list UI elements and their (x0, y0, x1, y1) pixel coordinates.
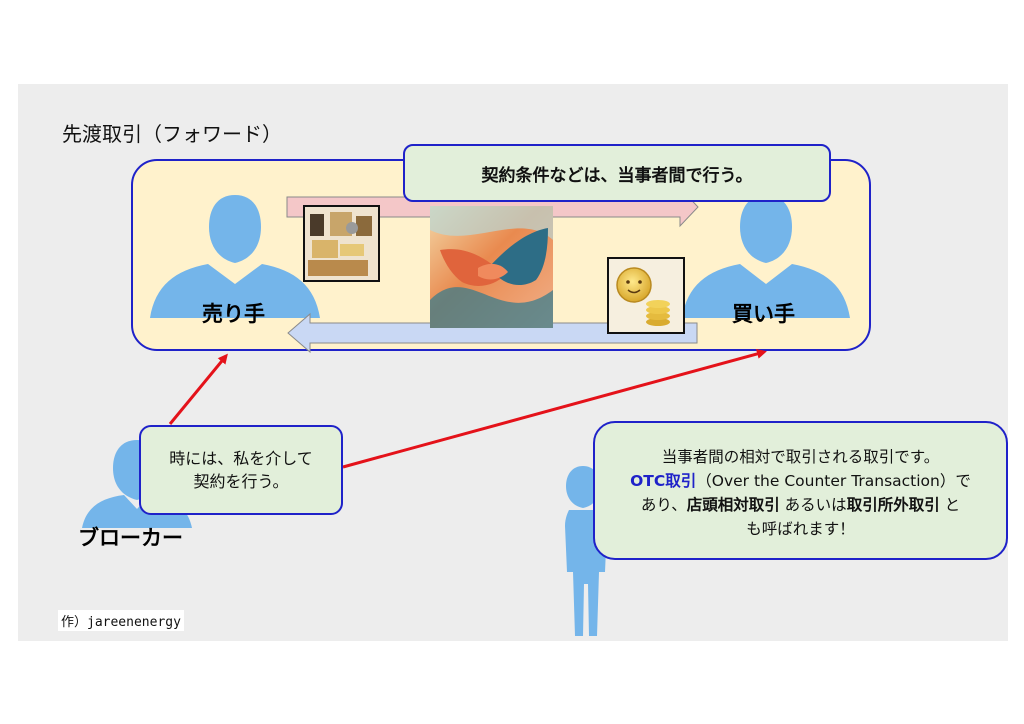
note-line3-e: と (939, 496, 961, 515)
coin-image (607, 257, 685, 334)
payment-arrow (287, 312, 698, 354)
contract-terms-text: 契約条件などは、当事者間で行う。 (481, 165, 753, 186)
credit-text: 作）jareenenergy (58, 610, 184, 631)
seller-person-icon (150, 195, 320, 318)
otc-english: （Over the Counter Transaction）で (696, 472, 971, 491)
contract-terms-callout: 契約条件などは、当事者間で行う。 (403, 144, 831, 202)
otc-term: OTC取引 (630, 472, 697, 491)
note-line3: あり、店頭相対取引 あるいは取引所外取引 と (609, 493, 992, 517)
commodities-image (303, 205, 380, 282)
broker-text-line1: 時には、私を介して (169, 448, 313, 468)
otc-explanation-box: 当事者間の相対で取引される取引です。 OTC取引（Over the Counte… (593, 421, 1008, 560)
note-line3-a: あり、 (640, 496, 687, 515)
shop-term: 店頭相対取引 (686, 496, 780, 515)
off-exchange-term: 取引所外取引 (846, 496, 940, 515)
broker-to-buyer-arrow (342, 349, 767, 469)
buyer-person-icon (682, 195, 850, 318)
note-line2: OTC取引（Over the Counter Transaction）で (609, 469, 992, 493)
buyer-label: 買い手 (732, 302, 795, 326)
page-title: 先渡取引（フォワード） (62, 122, 282, 146)
broker-to-seller-arrow (168, 353, 228, 425)
broker-label: ブローカー (78, 526, 183, 550)
handshake-image (430, 206, 553, 328)
note-line1: 当事者間の相対で取引される取引です。 (661, 448, 940, 466)
broker-speech-box: 時には、私を介して 契約を行う。 (139, 425, 343, 515)
broker-text-line2: 契約を行う。 (193, 472, 289, 491)
note-line3-c: あるいは (779, 496, 847, 515)
note-line4: も呼ばれます！ (746, 520, 855, 539)
seller-label: 売り手 (202, 302, 265, 326)
